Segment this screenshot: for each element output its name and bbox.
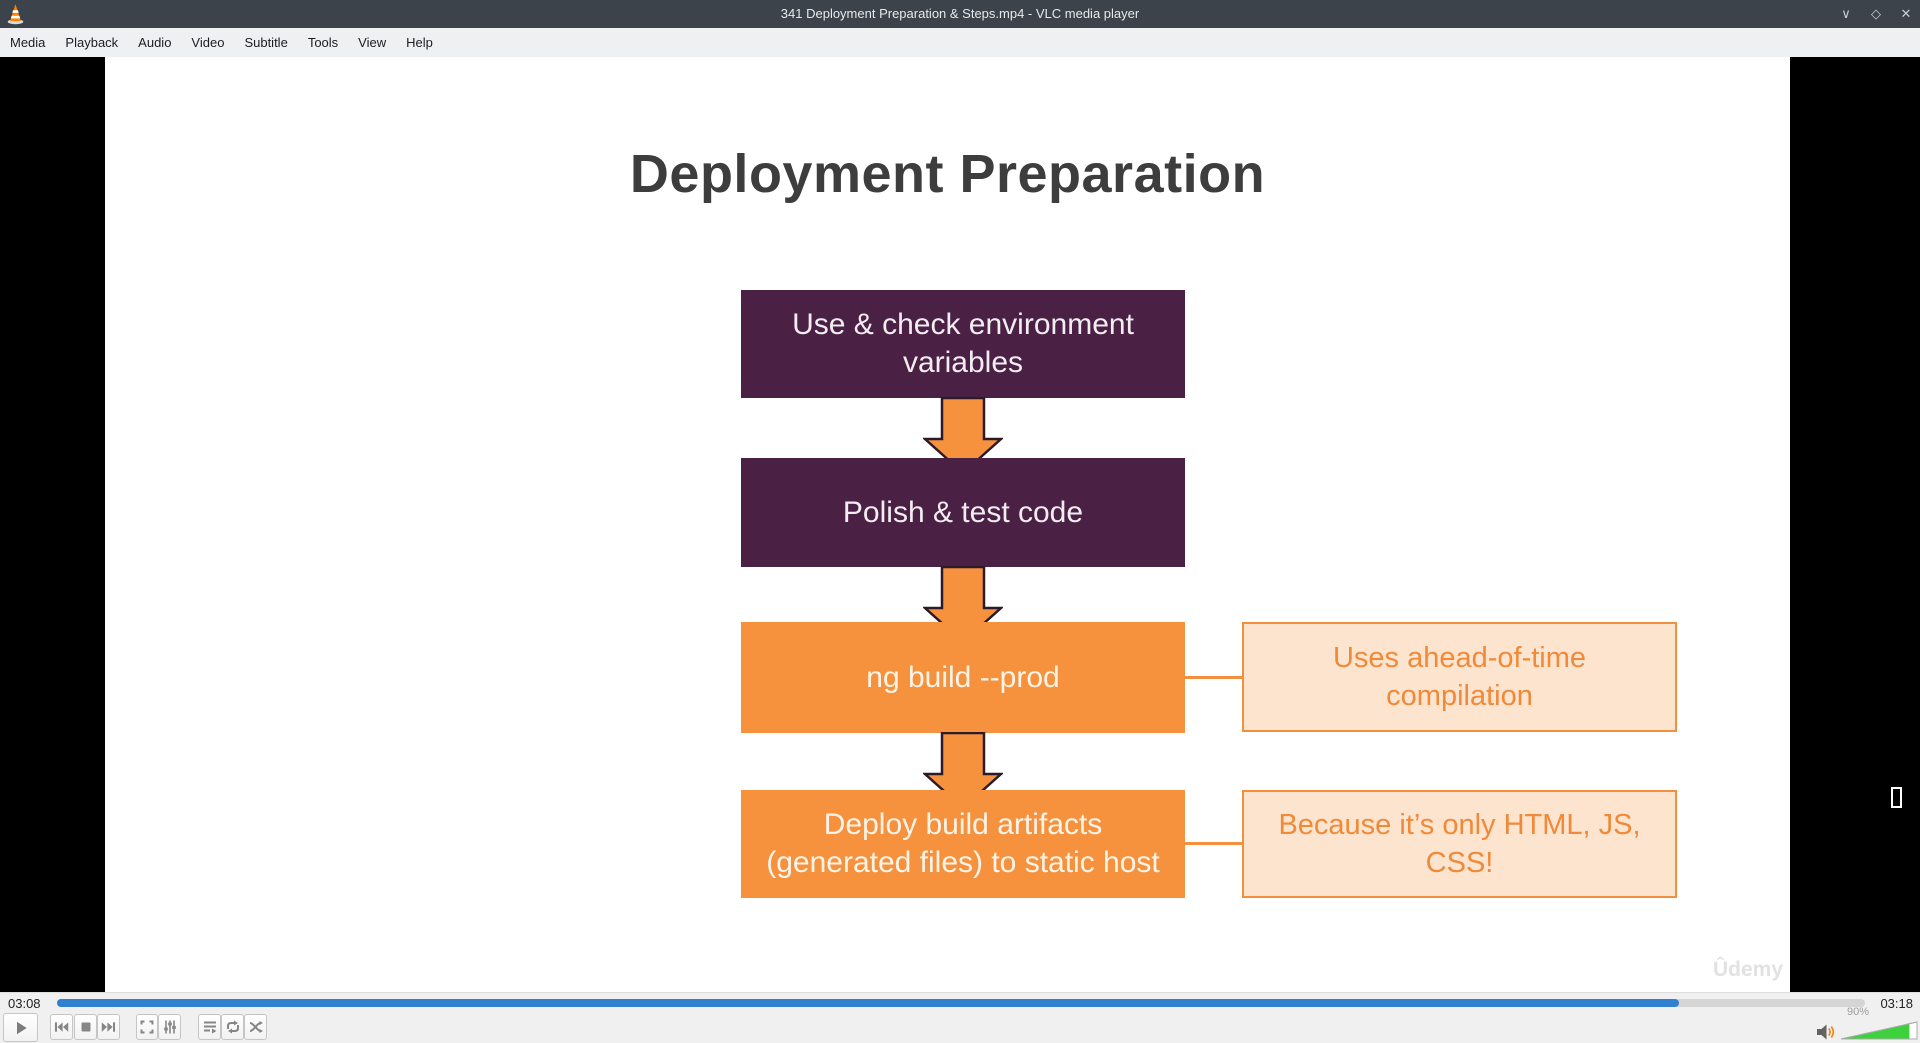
down-arrow-icon — [923, 397, 1003, 475]
note-line: Because it’s only HTML, JS, — [1278, 809, 1641, 841]
time-elapsed: 03:08 — [8, 996, 41, 1011]
maximize-button[interactable]: ◇ — [1871, 6, 1881, 21]
window-title: 341 Deployment Preparation & Steps.mp4 -… — [780, 6, 1140, 21]
minimize-button[interactable]: ∨ — [1841, 6, 1851, 21]
udemy-watermark: Ûdemy — [1713, 958, 1784, 981]
skip-forward-icon — [101, 1022, 116, 1032]
play-icon — [16, 1021, 27, 1034]
stop-button[interactable] — [74, 1014, 97, 1040]
previous-button[interactable] — [50, 1014, 73, 1040]
connector-line — [1185, 842, 1243, 845]
flow-step-polish-test: Polish & test code — [741, 458, 1185, 567]
step-line: Polish & test code — [842, 495, 1084, 529]
vlc-cone-icon — [7, 4, 24, 25]
play-button[interactable] — [3, 1013, 38, 1042]
step-line: Use & check environment — [792, 308, 1134, 341]
next-button[interactable] — [97, 1014, 120, 1040]
video-display-area[interactable]: Deployment Preparation Use & check envir… — [0, 57, 1920, 992]
time-total: 03:18 — [1880, 996, 1913, 1011]
seek-fill — [57, 999, 1679, 1007]
menu-video[interactable]: Video — [191, 35, 225, 50]
menu-audio[interactable]: Audio — [138, 35, 172, 50]
flow-step-env-variables: Use & check environment variables — [741, 290, 1185, 398]
menu-subtitle[interactable]: Subtitle — [244, 35, 288, 50]
note-line: CSS! — [1425, 847, 1494, 879]
note-line: Uses ahead-of-time — [1332, 642, 1587, 674]
note-line: compilation — [1386, 680, 1533, 712]
flow-step-deploy-artifacts: Deploy build artifacts (generated files)… — [741, 790, 1185, 898]
fullscreen-button[interactable] — [136, 1014, 158, 1040]
volume-speaker-icon[interactable] — [1816, 1024, 1836, 1040]
volume-percent-label: 90% — [1847, 1006, 1870, 1018]
equalizer-sliders-icon — [163, 1020, 176, 1034]
note-static-host: Because it’s only HTML, JS, CSS! — [1242, 790, 1677, 898]
mouse-cursor — [1891, 787, 1902, 808]
menu-view[interactable]: View — [358, 35, 387, 50]
note-aot-compilation: Uses ahead-of-time compilation — [1242, 622, 1677, 732]
volume-slider[interactable] — [1840, 1021, 1918, 1040]
random-button[interactable] — [244, 1014, 267, 1040]
playlist-icon — [203, 1021, 216, 1034]
loop-icon — [226, 1020, 239, 1034]
connector-line — [1185, 676, 1243, 679]
slide-content: Deployment Preparation Use & check envir… — [105, 57, 1790, 992]
menu-playback[interactable]: Playback — [65, 35, 119, 50]
step-line: variables — [902, 346, 1024, 379]
stop-icon — [81, 1022, 90, 1032]
menu-media[interactable]: Media — [10, 35, 46, 50]
title-bar: 341 Deployment Preparation & Steps.mp4 -… — [0, 0, 1920, 28]
slide-title: Deployment Preparation — [629, 144, 1266, 204]
skip-back-icon — [54, 1022, 69, 1032]
extended-settings-button[interactable] — [158, 1014, 181, 1040]
seek-slider[interactable] — [57, 999, 1865, 1007]
close-button[interactable]: ✕ — [1900, 6, 1912, 21]
step-line: Deploy build artifacts — [823, 808, 1103, 841]
flow-step-ng-build: ng build --prod — [741, 622, 1185, 733]
shuffle-icon — [249, 1021, 263, 1033]
step-line: ng build --prod — [866, 660, 1060, 694]
loop-button[interactable] — [221, 1014, 244, 1040]
menu-help[interactable]: Help — [406, 35, 433, 50]
menu-tools[interactable]: Tools — [307, 35, 339, 50]
menu-bar: Media Playback Audio Video Subtitle Tool… — [0, 28, 1920, 57]
playlist-button[interactable] — [198, 1014, 221, 1040]
player-control-bar: 03:08 03:18 — [0, 992, 1920, 1043]
step-line: (generated files) to static host — [766, 846, 1160, 879]
fullscreen-icon — [140, 1020, 154, 1034]
